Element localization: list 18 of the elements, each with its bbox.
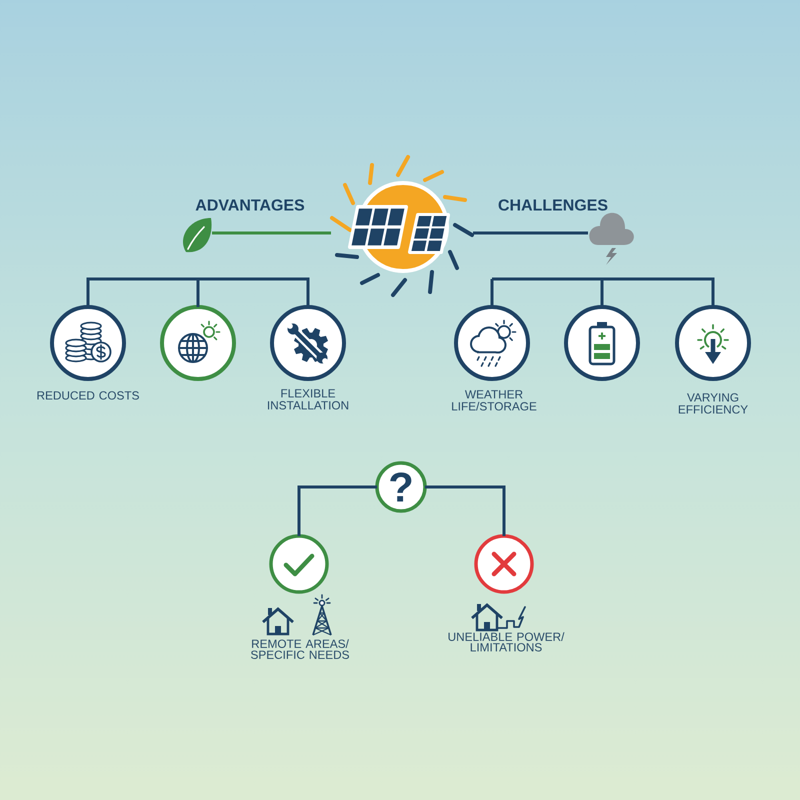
connector-line [196,279,200,307]
connector-line [298,486,377,536]
heading: ADVANTAGES [196,199,304,211]
connector-line [86,278,198,307]
connector-line [425,486,506,536]
node-label: REDUCED COSTS [37,391,139,400]
node-label: REMOTE AREAS/ SPECIFIC NEEDS [251,639,349,659]
connector-line [212,232,331,234]
sun-solar-panel-icon [330,155,474,297]
connector-line [490,279,494,307]
node-label: WEATHER LIFE/STORAGE [452,390,536,411]
node-label: VARYING EFFICIENCY [678,393,748,414]
connector-line [198,278,310,307]
heading: CHALLENGES [498,199,608,211]
connector-line [492,278,714,307]
node-label: UNELIABLE POWER/ LIMITATIONS [448,632,564,652]
node-label: FLEXIBLE INSTALLATION [268,389,348,410]
connector-line [473,232,588,234]
